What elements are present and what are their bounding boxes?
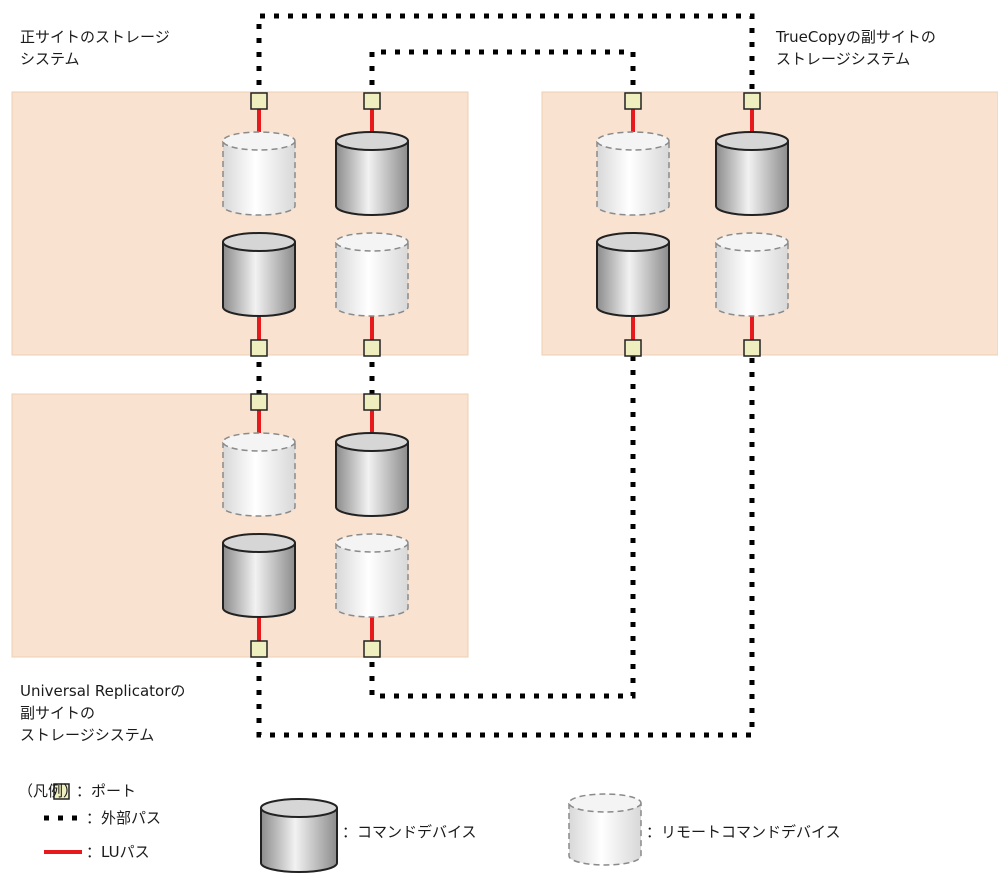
truecopy-site-label-line1: TrueCopyの副サイトの (776, 28, 936, 46)
command-device (335, 432, 409, 517)
remote-command-device (222, 131, 296, 216)
legend-lu-path-label: ：LUパス (86, 843, 150, 861)
remote-command-device (222, 432, 296, 517)
command-device (596, 232, 670, 317)
command-device (222, 533, 296, 618)
legend-title: （凡例） (18, 782, 79, 800)
port (624, 92, 642, 110)
remote-command-device (715, 232, 789, 317)
primary-site-label-line1: 正サイトのストレージ (20, 28, 170, 46)
port (250, 640, 268, 658)
port (363, 339, 381, 357)
port (250, 393, 268, 411)
remote-command-device (596, 131, 670, 216)
port (363, 393, 381, 411)
legend-command-device-icon (260, 798, 338, 873)
external-path-outer (256, 13, 755, 99)
port (363, 92, 381, 110)
port (250, 92, 268, 110)
port (363, 640, 381, 658)
port (250, 339, 268, 357)
remote-command-device (335, 232, 409, 317)
port (743, 92, 761, 110)
ur-storage-box (11, 393, 469, 658)
port (624, 339, 642, 357)
legend-port-icon (53, 783, 70, 800)
legend-remote-command-device-icon (568, 793, 642, 866)
command-device (222, 232, 296, 317)
port (743, 339, 761, 357)
external-path-bottom-outer (256, 348, 755, 738)
ur-site-label: Universal Replicatorの 副サイトの ストレージシステム (20, 680, 185, 746)
ur-site-label-line2: 副サイトの (20, 704, 96, 722)
primary-site-label-line2: システム (20, 50, 80, 68)
command-device (335, 131, 409, 216)
ur-site-label-line1: Universal Replicatorの (20, 682, 186, 700)
remote-command-device (335, 533, 409, 618)
primary-site-label: 正サイトのストレージ システム (20, 26, 170, 70)
legend-external-path-label: ：外部パス (86, 809, 162, 827)
legend-port-label: ：ポート (76, 782, 137, 800)
ur-site-label-line3: ストレージシステム (20, 726, 155, 744)
truecopy-site-label: TrueCopyの副サイトの ストレージシステム (776, 26, 936, 70)
command-device (715, 131, 789, 216)
legend-command-device-label: ：コマンドデバイス (342, 823, 477, 841)
legend-remote-command-device-label: ：リモートコマンドデバイス (646, 823, 841, 841)
truecopy-site-label-line2: ストレージシステム (776, 50, 911, 68)
